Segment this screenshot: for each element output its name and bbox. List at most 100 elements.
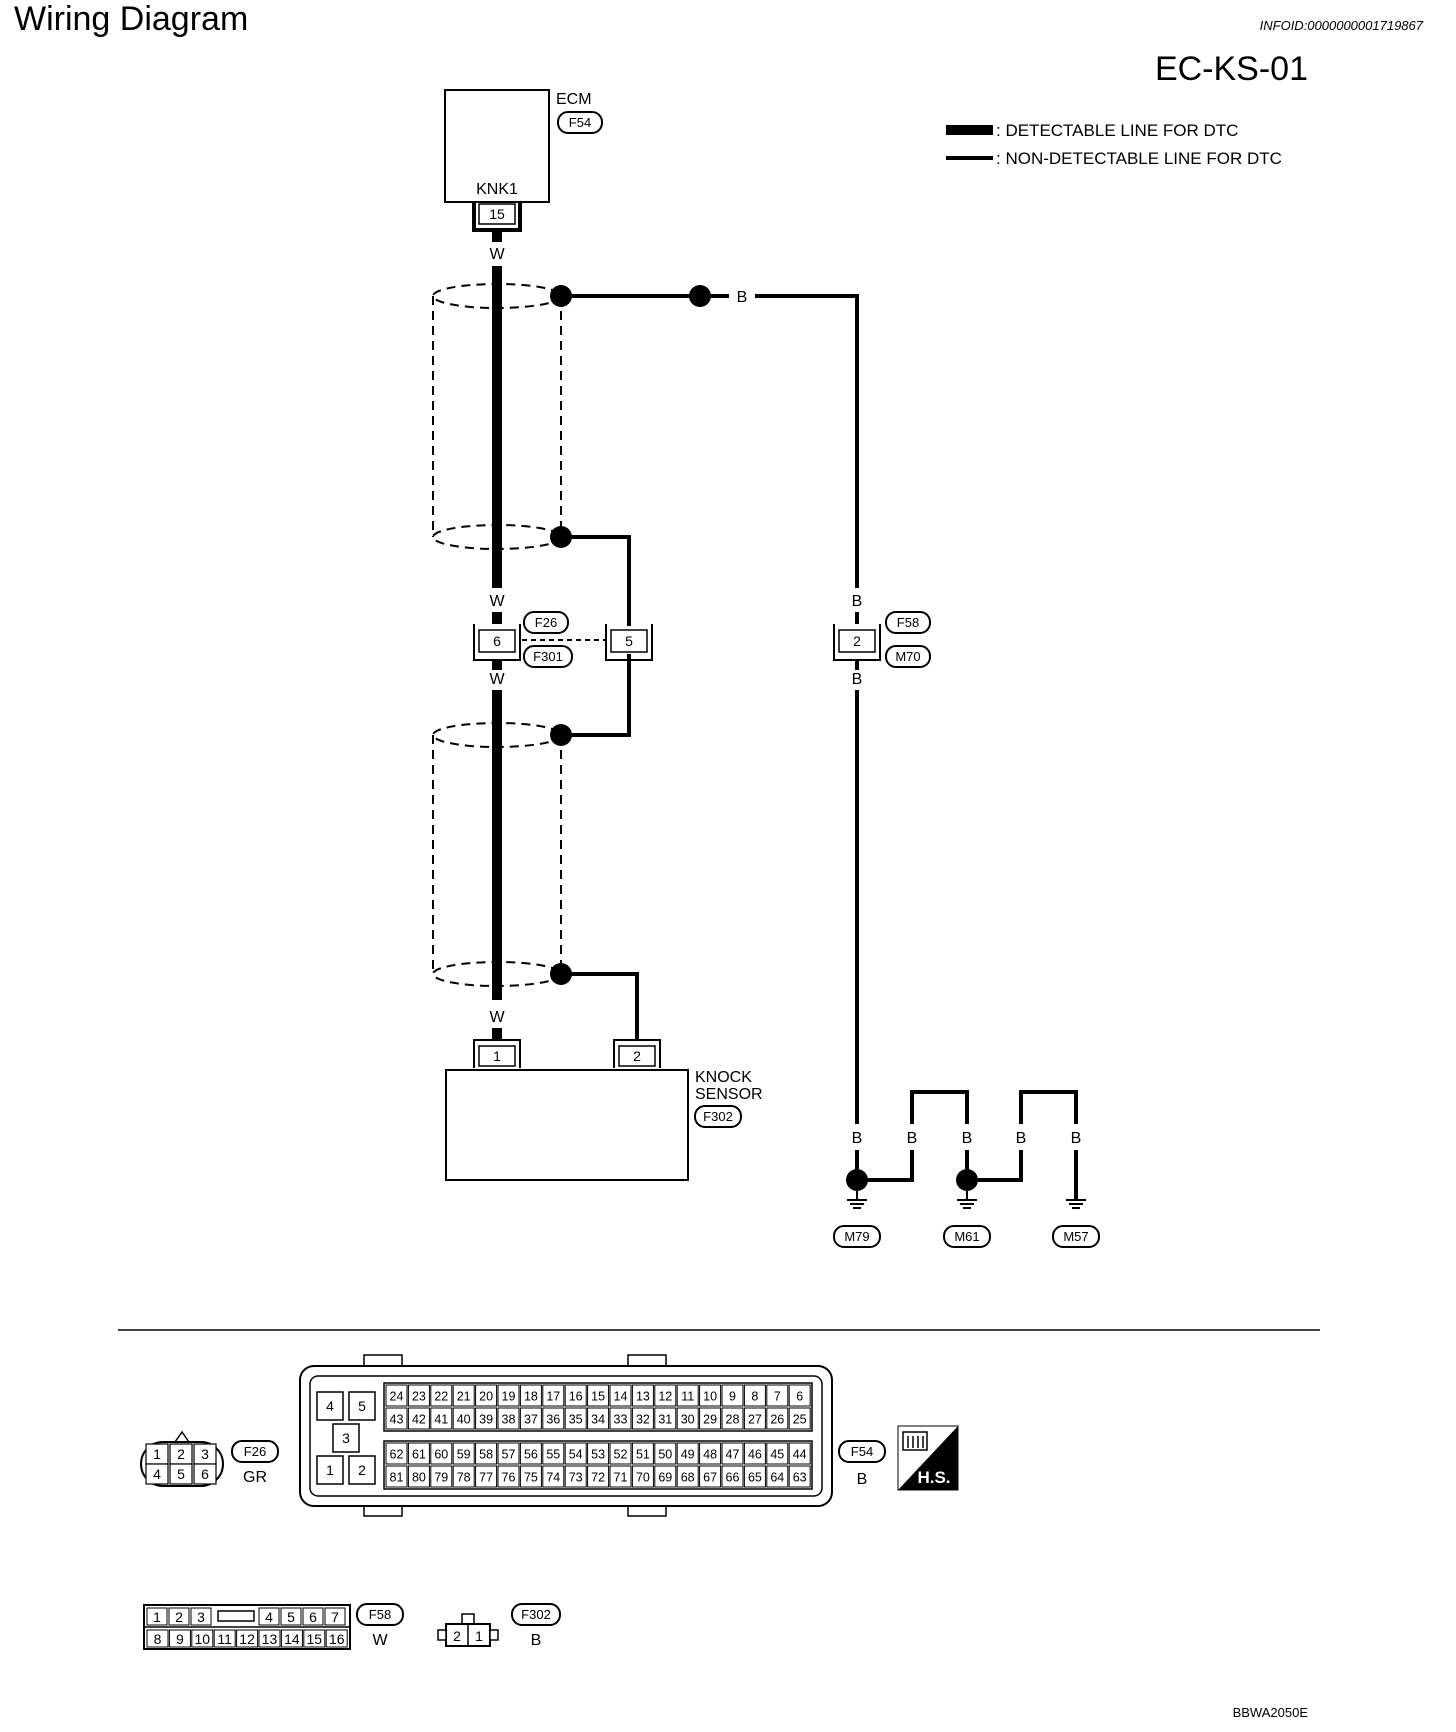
ground-wire-down	[755, 294, 859, 588]
junction-f26: 6 5 F26 F301	[473, 611, 653, 668]
f54-pin-label: 58	[479, 1448, 493, 1462]
f54-view-body-inner	[309, 1375, 823, 1497]
f58-pin-label: 11	[217, 1631, 232, 1647]
f54-pin-cell	[385, 1407, 408, 1430]
f54-pin-label: 30	[681, 1413, 695, 1427]
f54-pin-cell	[519, 1465, 542, 1488]
ks-pin2-bracket	[613, 1039, 661, 1068]
shield-drain-lower	[561, 654, 631, 737]
f26-pin-label: 1	[153, 1446, 161, 1462]
f54-pin-cell	[407, 1465, 430, 1488]
f302-view-ear-right	[489, 1629, 499, 1641]
f54-pin-label: 42	[412, 1413, 426, 1427]
legend-non-detectable-label: : NON-DETECTABLE LINE FOR DTC	[996, 149, 1282, 168]
f54-pin-cell	[609, 1407, 632, 1430]
knock-sensor-label-2: SENSOR	[695, 1086, 763, 1103]
f54-pin-cell	[542, 1384, 565, 1407]
f54-view-color: B	[857, 1471, 868, 1488]
ecm-terminal-pin: 15	[489, 206, 505, 222]
f54-pin-cell	[699, 1407, 722, 1430]
wire-color-w-1: W	[489, 246, 505, 263]
f58-pin-label: 16	[329, 1631, 345, 1647]
f54-pin-label: 60	[434, 1448, 448, 1462]
ground-wire-m79-to-m61	[868, 1150, 914, 1182]
f54-pin-label: 73	[569, 1471, 583, 1485]
ks-pin2-box	[618, 1045, 656, 1067]
f54-pin-label: 52	[614, 1448, 628, 1462]
f54-pin-cell	[385, 1384, 408, 1407]
f54-pin-label: 75	[524, 1471, 538, 1485]
f54-pin-cell	[497, 1442, 520, 1465]
f58-pin-cell	[324, 1607, 346, 1626]
legend: : DETECTABLE LINE FOR DTC : NON-DETECTAB…	[946, 121, 1282, 168]
shield-drain-sensor	[561, 972, 639, 1040]
f54-pin-4: 4	[326, 1398, 334, 1414]
f54-pin-cell	[788, 1407, 811, 1430]
wire-color-b-5: B	[907, 1130, 918, 1147]
f54-pin-cell	[475, 1442, 498, 1465]
f54-pin-cell	[788, 1442, 811, 1465]
knock-sensor-box	[445, 1069, 689, 1181]
f54-pin-label: 46	[748, 1448, 762, 1462]
f54-pin-cell	[452, 1442, 475, 1465]
wire-color-b-8: B	[1071, 1130, 1082, 1147]
f54-pin-label: 55	[546, 1448, 560, 1462]
ground-symbol-m61: M61	[943, 1191, 991, 1248]
hs-label: H.S.	[917, 1468, 950, 1487]
f54-pin-label: 38	[502, 1413, 516, 1427]
f54-pin-cell	[788, 1384, 811, 1407]
f54-pin-label: 65	[748, 1471, 762, 1485]
f54-pin-cell	[519, 1384, 542, 1407]
wire-color-w-3: W	[489, 671, 505, 688]
f54-pin-cell	[743, 1384, 766, 1407]
f54-pin-label: 35	[569, 1413, 583, 1427]
f54-pin-label: 49	[681, 1448, 695, 1462]
f58-pin-cell	[146, 1629, 169, 1648]
hs-icon-fill	[898, 1426, 958, 1490]
f54-pin-label: 32	[636, 1413, 650, 1427]
f54-pin-label: 7	[774, 1390, 781, 1404]
wire-color-b-4: B	[852, 1130, 863, 1147]
f54-pin-cell	[542, 1407, 565, 1430]
f54-pin-label: 64	[770, 1471, 784, 1485]
ground-dot-m79	[846, 1169, 868, 1191]
f54-pin-cell	[676, 1407, 699, 1430]
f58-pin-label: 4	[265, 1609, 273, 1625]
f54-pin-label: 69	[658, 1471, 672, 1485]
f58-pin-cell	[303, 1629, 326, 1648]
ecm-terminal-box	[478, 203, 516, 225]
f54-pin-cell	[699, 1442, 722, 1465]
f54-pin-label: 25	[793, 1413, 807, 1427]
f54-pin-label: 56	[524, 1448, 538, 1462]
m70-connector-label: M70	[895, 649, 920, 664]
f54-pin-cell	[587, 1407, 610, 1430]
f26-connector-label: F26	[535, 615, 557, 630]
f58-pin-label: 15	[307, 1631, 323, 1647]
f54-pin-cell	[519, 1407, 542, 1430]
ground-m79-badge	[833, 1225, 881, 1248]
f58-pin-cell	[213, 1629, 236, 1648]
knock-sensor-connector-badge	[694, 1105, 742, 1128]
f58-view-name: F58	[369, 1607, 391, 1622]
f54-pin-label: 61	[412, 1448, 426, 1462]
f58-view-latch	[217, 1610, 255, 1622]
f54-view-name: F54	[851, 1444, 873, 1459]
f54-pin-label: 59	[457, 1448, 471, 1462]
info-id: INFOID:0000000001719867	[1260, 18, 1424, 33]
f54-pin-label: 41	[434, 1413, 448, 1427]
f54-pin-label: 34	[591, 1413, 605, 1427]
ground-dot-m61	[956, 1169, 978, 1191]
f54-pin-cell	[385, 1442, 408, 1465]
f54-pin-cell	[542, 1465, 565, 1488]
f54-pin-cell	[631, 1384, 654, 1407]
ground-symbol-m57: M57	[1052, 1199, 1100, 1248]
f54-pin-cell	[564, 1407, 587, 1430]
f54-pin-label: 78	[457, 1471, 471, 1485]
harness-side-icon: H.S.	[897, 1425, 959, 1491]
knock-sensor-label-1: KNOCK	[695, 1069, 752, 1086]
ground-wire-bridge-2	[1019, 1090, 1078, 1124]
